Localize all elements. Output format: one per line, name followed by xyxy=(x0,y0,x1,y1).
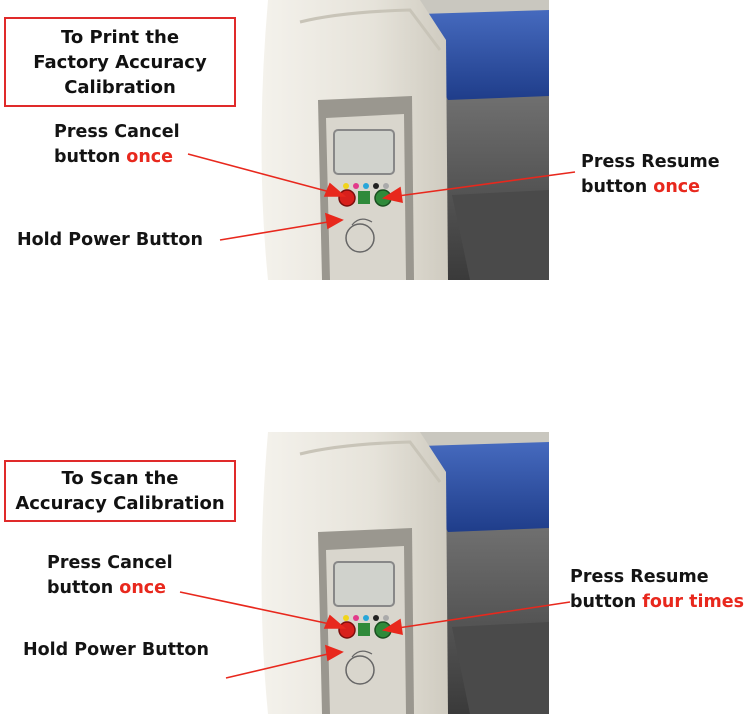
mid-button-icon xyxy=(358,623,370,636)
cancel-line1: Press Cancel xyxy=(54,120,180,145)
cancel-instruction: Press Cancel button once xyxy=(54,120,180,170)
resume-line1: Press Resume xyxy=(581,150,720,175)
resume-line2: button once xyxy=(581,175,720,200)
title-line: Calibration xyxy=(64,77,176,98)
cancel-button-icon xyxy=(339,622,355,638)
resume-prefix: button xyxy=(570,592,636,612)
title-line: To Scan the xyxy=(61,468,178,489)
title-line: Factory Accuracy xyxy=(33,52,206,73)
lcd-screen xyxy=(334,562,394,606)
cancel-instruction: Press Cancel button once xyxy=(47,551,173,601)
cancel-line1: Press Cancel xyxy=(47,551,173,576)
mid-button-icon xyxy=(358,191,370,204)
cancel-line2: button once xyxy=(47,576,173,601)
cancel-prefix: button xyxy=(54,147,120,167)
power-instruction: Hold Power Button xyxy=(23,638,209,663)
resume-emphasis: once xyxy=(653,177,700,197)
title-line: Accuracy Calibration xyxy=(15,493,224,514)
cancel-emphasis: once xyxy=(126,147,173,167)
resume-instruction: Press Resume button four times xyxy=(570,565,744,615)
resume-line1: Press Resume xyxy=(570,565,744,590)
cancel-line2: button once xyxy=(54,145,180,170)
resume-line2: button four times xyxy=(570,590,744,615)
resume-instruction: Press Resume button once xyxy=(581,150,720,200)
cancel-emphasis: once xyxy=(119,578,166,598)
power-instruction: Hold Power Button xyxy=(17,228,203,253)
title-line: To Print the xyxy=(61,27,179,48)
resume-emphasis: four times xyxy=(642,592,744,612)
resume-prefix: button xyxy=(581,177,647,197)
lcd-screen xyxy=(334,130,394,174)
cancel-button-icon xyxy=(339,190,355,206)
cancel-prefix: button xyxy=(47,578,113,598)
